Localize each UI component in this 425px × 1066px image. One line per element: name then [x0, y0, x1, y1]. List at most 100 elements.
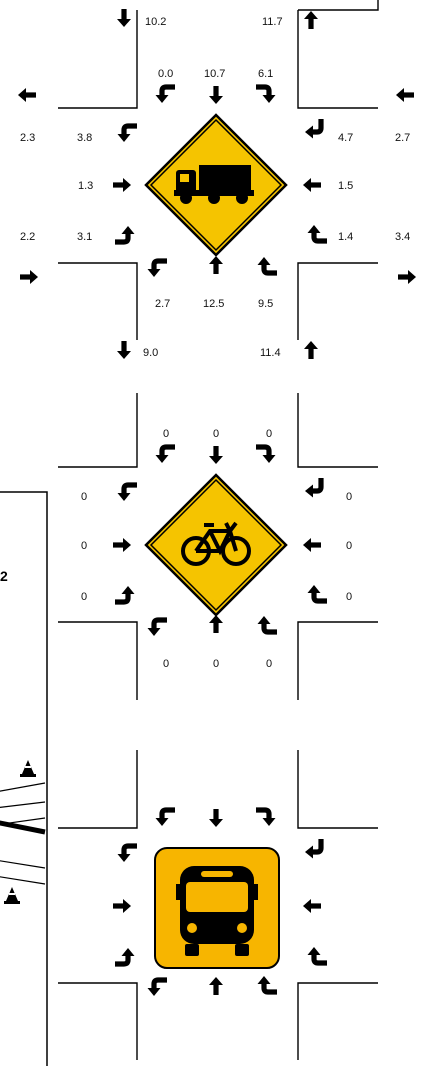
nb-left-arrow — [148, 261, 168, 277]
eb-thru-count: 0 — [81, 540, 87, 552]
east-outbound-arrow — [398, 270, 416, 284]
nb-left-arrow — [148, 620, 168, 636]
panel-bicycle: 0 0 0 0 0 0 0 0 0 0 0 0 — [58, 393, 378, 700]
eb-right-arrow — [115, 586, 135, 602]
eb-right-arrow — [115, 226, 135, 242]
nb-right-arrow — [258, 257, 278, 273]
eb-left-count: 3.8 — [77, 132, 92, 144]
east-outbound-count: 3.4 — [395, 231, 410, 243]
wb-thru-count: 0 — [346, 540, 352, 552]
sb-thru-arrow — [209, 446, 223, 464]
sb-thru-count: 0 — [213, 428, 219, 440]
bus-sign — [154, 847, 280, 969]
sb-right-count: 0.0 — [158, 68, 173, 80]
south-outbound-arrow — [117, 341, 131, 359]
wb-thru-count: 1.5 — [338, 180, 353, 192]
corner-ne — [297, 10, 378, 109]
corner-ne — [297, 750, 378, 829]
panel-bus — [58, 750, 378, 1060]
corner-se — [297, 621, 378, 700]
nb-left-count: 2.7 — [155, 298, 170, 310]
eb-thru-count: 1.3 — [78, 180, 93, 192]
east-inbound-arrow — [396, 88, 414, 102]
sb-thru-arrow — [209, 86, 223, 104]
corner-ne — [297, 393, 378, 468]
south-outbound-count: 9.0 — [143, 347, 158, 359]
bicycle-warning-sign — [144, 473, 288, 617]
wb-right-arrow — [305, 478, 321, 498]
wb-thru-arrow — [303, 538, 321, 552]
west-outbound-count: 2.3 — [20, 132, 35, 144]
wb-thru-arrow — [303, 899, 321, 913]
nb-right-count: 9.5 — [258, 298, 273, 310]
sb-right-count: 0 — [163, 428, 169, 440]
sb-right-arrow — [156, 810, 176, 826]
wb-left-arrow — [308, 225, 328, 241]
eb-thru-arrow — [113, 538, 131, 552]
eb-left-arrow — [118, 485, 138, 501]
fragment-road-lines — [0, 782, 46, 885]
traffic-cone-icon — [20, 760, 36, 777]
bus-icon — [176, 866, 258, 956]
wb-right-count: 0 — [346, 491, 352, 503]
overlay-fragment: 2 — [0, 491, 48, 1066]
north-outbound-count: 11.7 — [262, 16, 283, 28]
eb-thru-arrow — [113, 899, 131, 913]
truck-warning-sign — [144, 113, 288, 257]
traffic-cone-icon — [4, 887, 20, 904]
fragment-digit: 2 — [0, 568, 8, 584]
sb-left-count: 0 — [266, 428, 272, 440]
panel-truck: 10.2 11.7 0.0 10.7 6.1 2.3 3.8 4.7 2.7 1… — [18, 0, 416, 359]
corner-nw — [58, 10, 138, 109]
sb-left-arrow — [256, 447, 276, 463]
sb-thru-arrow — [209, 809, 223, 827]
nb-thru-arrow — [209, 256, 223, 274]
north-inbound-arrow — [117, 9, 131, 27]
west-inbound-count: 2.2 — [20, 231, 35, 243]
fragment-road-bar — [0, 820, 46, 835]
wb-left-arrow — [308, 947, 328, 963]
bicycle-icon — [181, 521, 251, 566]
eb-thru-arrow — [113, 178, 131, 192]
sb-left-count: 6.1 — [258, 68, 273, 80]
truck-icon — [174, 165, 254, 204]
south-inbound-arrow — [304, 341, 318, 359]
corner-sw — [58, 982, 138, 1060]
west-outbound-arrow — [18, 88, 36, 102]
nb-right-arrow — [258, 616, 278, 632]
eb-left-count: 0 — [81, 491, 87, 503]
wb-right-arrow — [305, 119, 321, 139]
wb-left-arrow — [308, 585, 328, 601]
wb-thru-arrow — [303, 178, 321, 192]
south-inbound-count: 11.4 — [260, 347, 281, 359]
nb-thru-arrow — [209, 615, 223, 633]
wb-right-arrow — [305, 839, 321, 859]
eb-right-count: 3.1 — [77, 231, 92, 243]
top-right-box — [298, 0, 379, 11]
corner-sw — [58, 262, 138, 340]
sb-left-arrow — [256, 87, 276, 103]
wb-right-count: 4.7 — [338, 132, 353, 144]
sb-right-arrow — [156, 87, 176, 103]
nb-thru-count: 0 — [213, 658, 219, 670]
corner-sw — [58, 621, 138, 700]
nb-thru-count: 12.5 — [203, 298, 224, 310]
sb-right-arrow — [156, 447, 176, 463]
east-inbound-count: 2.7 — [395, 132, 410, 144]
corner-nw — [58, 750, 138, 829]
west-inbound-arrow — [20, 270, 38, 284]
corner-nw — [58, 393, 138, 468]
eb-left-arrow — [118, 126, 138, 142]
wb-left-count: 0 — [346, 591, 352, 603]
nb-right-count: 0 — [266, 658, 272, 670]
corner-se — [297, 982, 378, 1060]
fragment-panel — [0, 491, 48, 1066]
nb-left-count: 0 — [163, 658, 169, 670]
sb-thru-count: 10.7 — [204, 68, 225, 80]
eb-right-count: 0 — [81, 591, 87, 603]
eb-right-arrow — [115, 948, 135, 964]
sb-left-arrow — [256, 810, 276, 826]
north-outbound-arrow — [304, 11, 318, 29]
nb-thru-arrow — [209, 977, 223, 995]
